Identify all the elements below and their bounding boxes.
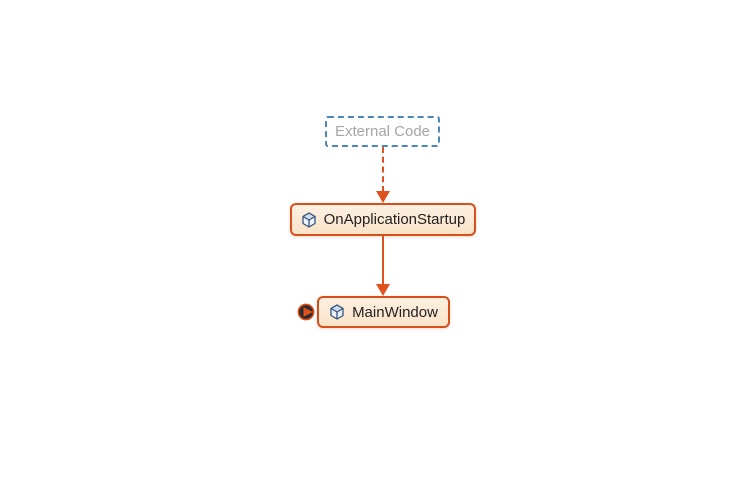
arrowhead-down-icon xyxy=(376,284,390,296)
node-label: MainWindow xyxy=(352,303,438,321)
node-label: OnApplicationStartup xyxy=(323,211,466,228)
method-cube-icon xyxy=(329,304,345,320)
node-external-code[interactable]: External Code xyxy=(325,116,440,147)
node-mainwindow[interactable]: MainWindow xyxy=(317,296,450,328)
method-cube-icon xyxy=(301,211,317,228)
edge-line xyxy=(382,147,384,192)
edge-external-code-to-onapplicationstartup[interactable] xyxy=(376,147,390,203)
edge-onapplicationstartup-to-mainwindow[interactable] xyxy=(376,236,390,296)
incoming-links-badge[interactable] xyxy=(297,303,315,321)
edge-line xyxy=(382,236,384,285)
arrowhead-down-icon xyxy=(376,191,390,203)
node-label: External Code xyxy=(334,123,431,140)
node-onapplicationstartup[interactable]: OnApplicationStartup xyxy=(290,203,476,236)
